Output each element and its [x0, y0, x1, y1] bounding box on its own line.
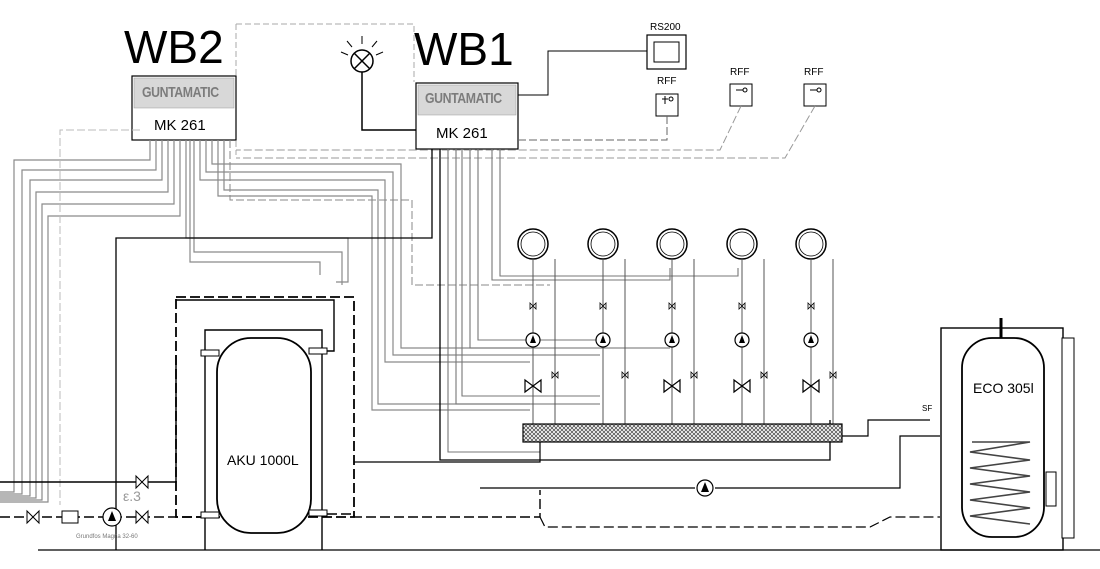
pump-model-label: Grundfos Magna 32-60	[76, 534, 138, 540]
rs200-panel	[646, 34, 687, 70]
wb2-controller-model: MK 261	[154, 117, 206, 134]
wb2-controller	[131, 75, 237, 141]
wb1-brand-logo: GUNTAMATIC	[425, 90, 502, 107]
rs200-wire	[518, 50, 647, 96]
wb2-brand-logo: GUNTAMATIC	[142, 84, 219, 101]
rff1-label: RFF	[657, 76, 677, 87]
rff3-label: RFF	[804, 67, 824, 78]
lamp-wire	[361, 72, 416, 131]
wb2-dashed-right	[229, 140, 550, 286]
wb2-wire-bundle	[0, 140, 321, 503]
room-thermostat-icon	[655, 93, 679, 117]
heating-circuit-pipes	[532, 259, 834, 425]
pressure-gauge-icon	[726, 228, 758, 260]
dhw-pipes	[354, 419, 940, 528]
buffer-tank-label: AKU 1000L	[227, 452, 299, 468]
lamp-wiring-dashed	[236, 23, 415, 82]
pump-stage-label: ε.3	[123, 488, 141, 504]
distribution-manifold	[522, 423, 843, 443]
pressure-gauge-icon	[587, 228, 619, 260]
sensor-sf-label: SF	[922, 404, 933, 413]
pressure-gauge-icon	[517, 228, 549, 260]
gate-valve-icon	[529, 302, 837, 379]
three-way-mixing-valve-icon	[524, 378, 820, 394]
room-thermostat-icon	[803, 83, 827, 107]
pressure-gauge-icon	[656, 228, 688, 260]
rff3-wire	[236, 105, 816, 159]
check-valve	[61, 510, 79, 524]
warning-lamp-icon	[340, 36, 384, 73]
rff2-wire	[236, 105, 742, 151]
radiator-circuits	[517, 228, 827, 260]
wb2-dashed-to-left	[59, 129, 140, 505]
room-thermostat-icon	[729, 83, 753, 107]
wb2-label: WB2	[124, 21, 224, 73]
rff1-wire	[518, 116, 668, 141]
circulation-pump-icon	[696, 479, 714, 497]
wb1-label: WB1	[414, 23, 514, 75]
gate-valve-icon	[26, 474, 149, 525]
wb1-controller-model: MK 261	[436, 125, 488, 142]
pump-arrow	[530, 335, 814, 343]
rff2-label: RFF	[730, 67, 750, 78]
circulation-pump-icon	[102, 507, 122, 527]
pressure-gauge-icon	[795, 228, 827, 260]
wb1-grey-wires	[447, 149, 739, 453]
rs200-label: RS200	[650, 22, 681, 33]
dhw-tank	[940, 318, 1075, 551]
wb1-controller	[415, 82, 519, 150]
buffer-tank	[175, 296, 355, 550]
dhw-tank-label: ECO 305l	[973, 380, 1034, 396]
